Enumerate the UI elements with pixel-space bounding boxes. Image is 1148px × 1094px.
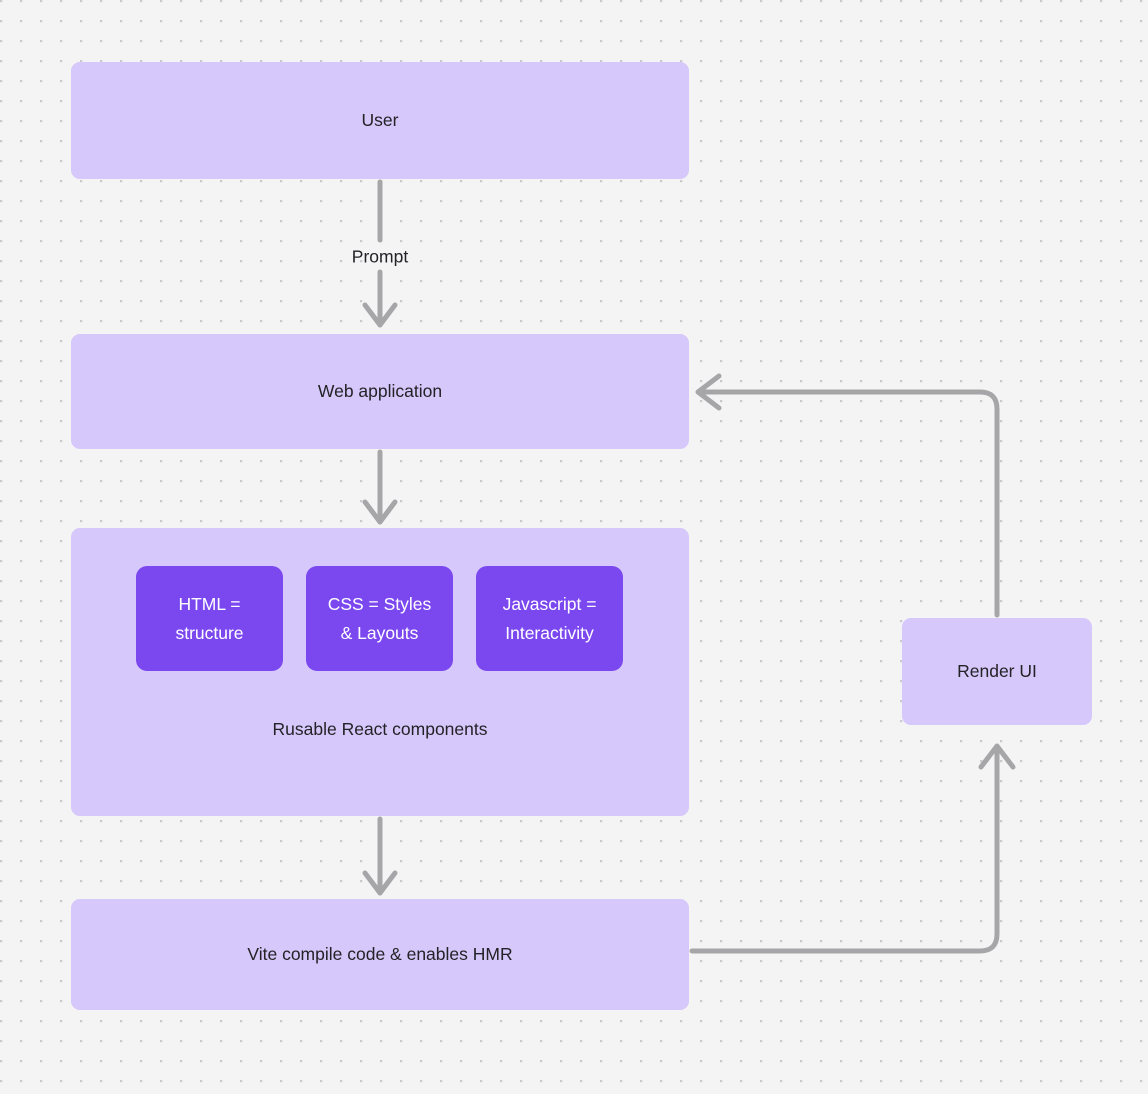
chip-css-label: CSS = Styles & Layouts [327, 593, 432, 643]
node-user-label: User [361, 109, 399, 130]
node-reusable-components-caption: Rusable React components [272, 719, 488, 739]
node-reusable-components[interactable]: HTML = structure CSS = Styles & Layouts … [71, 528, 689, 816]
edge-render-to-webapp [695, 373, 1000, 618]
edge-label-prompt: Prompt [351, 246, 409, 267]
node-user[interactable]: User [71, 62, 689, 179]
node-web-application[interactable]: Web application [71, 334, 689, 449]
edge-components-to-vite [362, 816, 398, 896]
node-vite-label: Vite compile code & enables HMR [247, 943, 513, 964]
node-vite[interactable]: Vite compile code & enables HMR [71, 899, 689, 1010]
chip-css[interactable]: CSS = Styles & Layouts [306, 566, 453, 671]
chip-javascript-label: Javascript = Interactivity [502, 593, 597, 643]
node-web-application-label: Web application [317, 380, 443, 401]
node-render-ui[interactable]: Render UI [902, 618, 1092, 725]
chip-javascript[interactable]: Javascript = Interactivity [476, 566, 623, 671]
node-render-ui-label: Render UI [957, 660, 1037, 681]
edge-webapp-to-components [362, 449, 398, 525]
chip-html-label: HTML = structure [175, 593, 244, 643]
edge-vite-to-render [689, 743, 1016, 954]
chip-html[interactable]: HTML = structure [136, 566, 283, 671]
